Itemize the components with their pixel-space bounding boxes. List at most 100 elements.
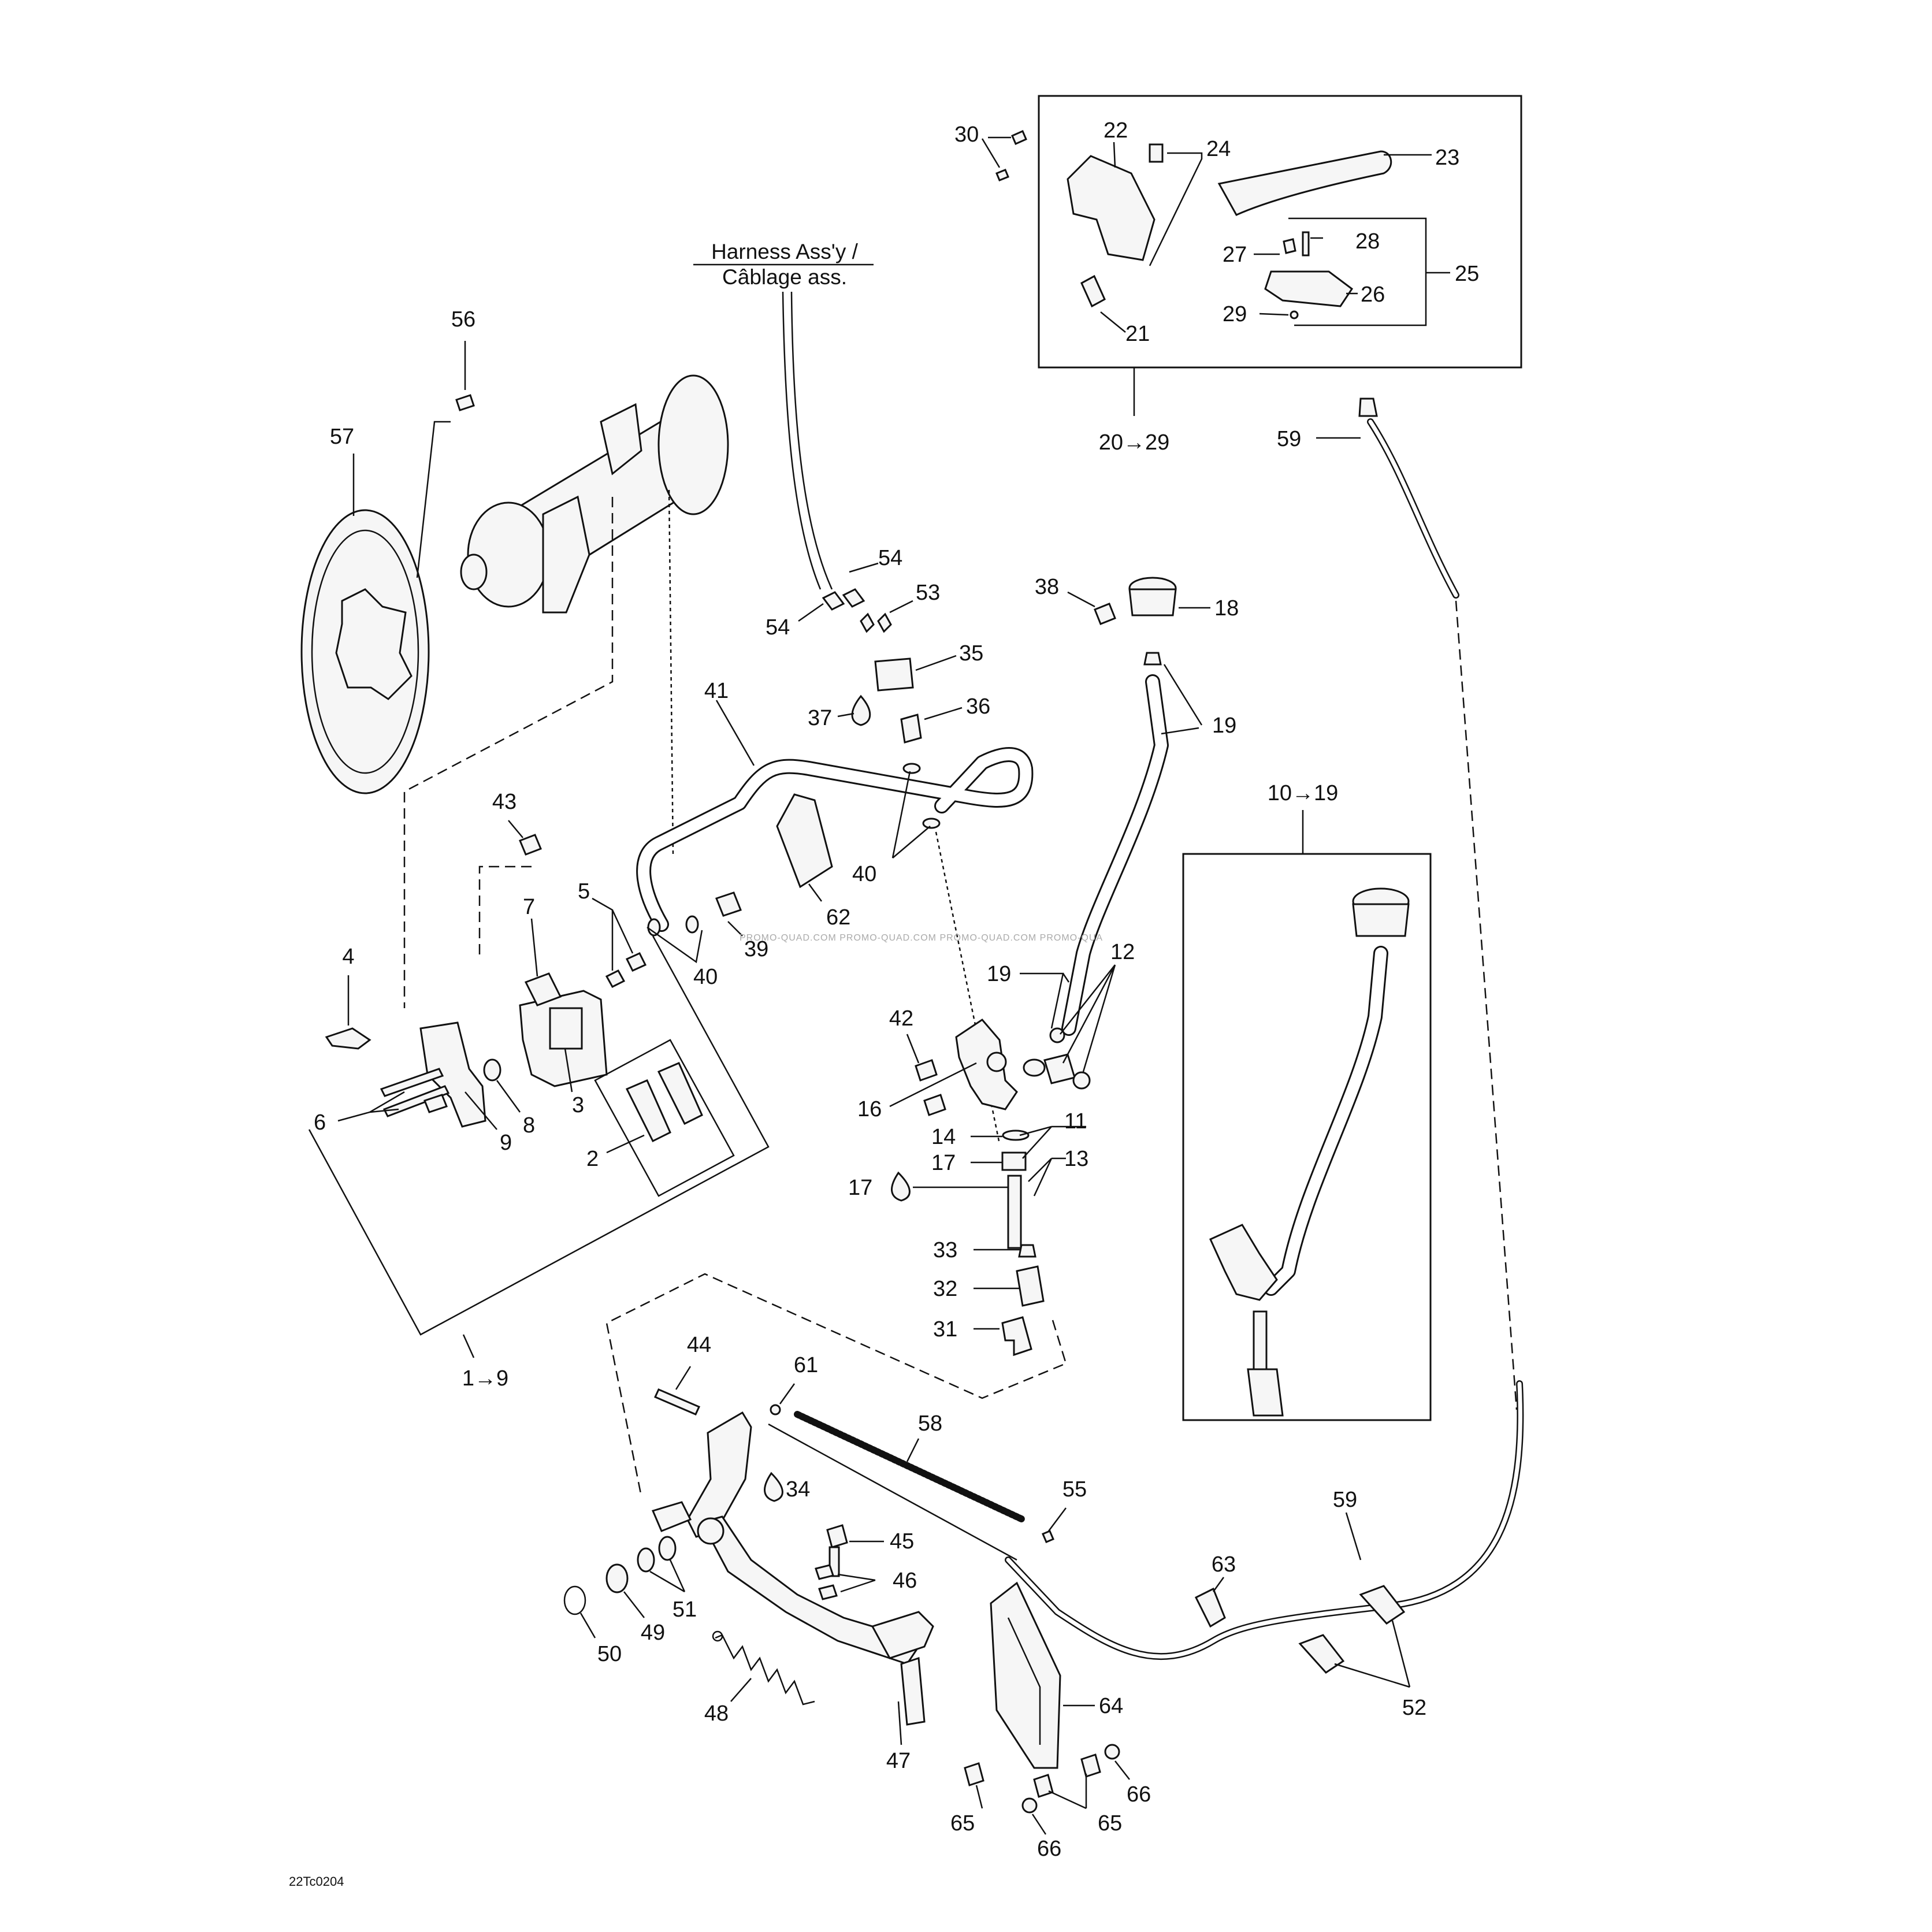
lead-66a: [1031, 1814, 1047, 1835]
label-23: 23: [1435, 146, 1459, 170]
label-59b: 59: [1333, 1488, 1357, 1512]
label-36: 36: [966, 694, 990, 719]
dash-43: [478, 865, 532, 959]
disc-inner-ring: [311, 529, 419, 774]
boot-8: [483, 1058, 501, 1082]
lead-61: [779, 1383, 796, 1405]
kit-clevis: [1247, 1368, 1284, 1417]
lead-2: [606, 1134, 645, 1154]
caliper-bracket: [419, 1021, 486, 1128]
box-lever-group: [1038, 95, 1522, 369]
label-35: 35: [959, 641, 983, 666]
label-24: 24: [1206, 137, 1231, 161]
label-65b: 65: [1098, 1811, 1122, 1836]
clip-12: [1072, 1071, 1091, 1090]
tie-52b: [1298, 1634, 1345, 1674]
brake-pad-box: [594, 1039, 735, 1197]
lead-24: [1149, 152, 1203, 266]
bolt-65a: [964, 1762, 984, 1786]
label-47: 47: [886, 1749, 911, 1773]
lead-7: [530, 918, 538, 977]
label-39: 39: [744, 937, 768, 961]
label-40a: 40: [693, 965, 718, 989]
dash-pedal-group: [605, 1273, 1067, 1497]
hub-flange: [657, 374, 729, 515]
terminals-53: [860, 612, 892, 633]
lead-13: [1028, 1157, 1066, 1197]
caliper-window: [549, 1007, 583, 1050]
lead-59b: [1345, 1512, 1362, 1561]
lead-21: [1100, 311, 1126, 333]
lead-38: [1067, 591, 1095, 608]
bolt-16: [923, 1094, 946, 1116]
cable-59-bottom-inner: [1006, 1381, 1522, 1659]
disc-center: [335, 588, 413, 700]
label-6: 6: [314, 1110, 326, 1135]
lead-group-1-9: [462, 1334, 475, 1358]
adjuster-26: [1264, 270, 1354, 307]
label-7: 7: [523, 895, 535, 919]
clamp-19a: [1143, 652, 1162, 666]
washer-40b: [685, 915, 699, 934]
lead-55: [1048, 1507, 1067, 1532]
group-1-9-outline: [308, 935, 770, 1336]
connector-54: [822, 588, 865, 611]
reservoir-hose-19-inner: [1063, 676, 1167, 1034]
label-41: 41: [704, 679, 729, 703]
lead-22: [1113, 142, 1116, 168]
bolt-43: [519, 834, 542, 856]
ball-29: [1290, 310, 1299, 319]
label-28: 28: [1355, 229, 1380, 254]
lead-49: [623, 1591, 645, 1618]
brake-hose-41-inner: [638, 749, 1032, 930]
rod-58: [794, 1411, 1026, 1523]
lead-42: [906, 1034, 920, 1064]
lead-3: [564, 1048, 573, 1093]
kit-master-cylinder: [1209, 1224, 1278, 1301]
label-65a: 65: [950, 1811, 975, 1836]
fitting-12: [1043, 1053, 1076, 1084]
bolt-9: [423, 1094, 448, 1113]
lead-36: [924, 707, 963, 720]
brake-pad-2a: [625, 1079, 671, 1143]
label-50: 50: [597, 1642, 622, 1666]
brake-rod: [768, 1423, 1017, 1561]
screw-30: [995, 130, 1027, 181]
nut-66a: [1021, 1797, 1038, 1814]
push-rod: [1007, 1175, 1022, 1249]
label-11: 11: [1064, 1109, 1087, 1134]
box-master-cylinder-group: [1182, 853, 1432, 1421]
oring-12a: [1023, 1058, 1046, 1077]
label-56: 56: [451, 307, 475, 332]
grease-17: [891, 1171, 911, 1202]
lead-37: [837, 712, 854, 718]
nut-33: [1018, 1244, 1036, 1258]
bolt-45-shaft: [828, 1546, 840, 1577]
lead-43: [508, 820, 523, 838]
lead-8: [496, 1080, 521, 1113]
washer-40d: [922, 818, 941, 829]
master-cylinder-16: [955, 1019, 1018, 1110]
label-21: 21: [1125, 322, 1150, 346]
banjo-bolt-36: [900, 714, 922, 744]
oring-14: [1002, 1130, 1030, 1141]
bleeder-5: [605, 969, 626, 988]
screw-21: [1080, 274, 1106, 308]
pin-28: [1302, 231, 1310, 257]
label-16: 16: [857, 1097, 882, 1121]
lead-11: [1019, 1125, 1086, 1159]
bracket-25: [1288, 217, 1427, 326]
caliper-bracket-arm: [542, 495, 590, 614]
label-19a: 19: [1212, 714, 1236, 738]
cable-59-top-inner: [1368, 419, 1458, 597]
lead-29: [1259, 313, 1289, 316]
nut-66b: [1104, 1744, 1120, 1760]
clevis-32: [1016, 1265, 1045, 1307]
clamp-63: [1194, 1587, 1226, 1628]
label-5: 5: [578, 879, 590, 904]
piston-7: [524, 972, 562, 1006]
figure-code: 22Tc0204: [289, 1874, 344, 1889]
lead-30b: [981, 138, 1001, 168]
label-66b: 66: [1127, 1782, 1151, 1807]
